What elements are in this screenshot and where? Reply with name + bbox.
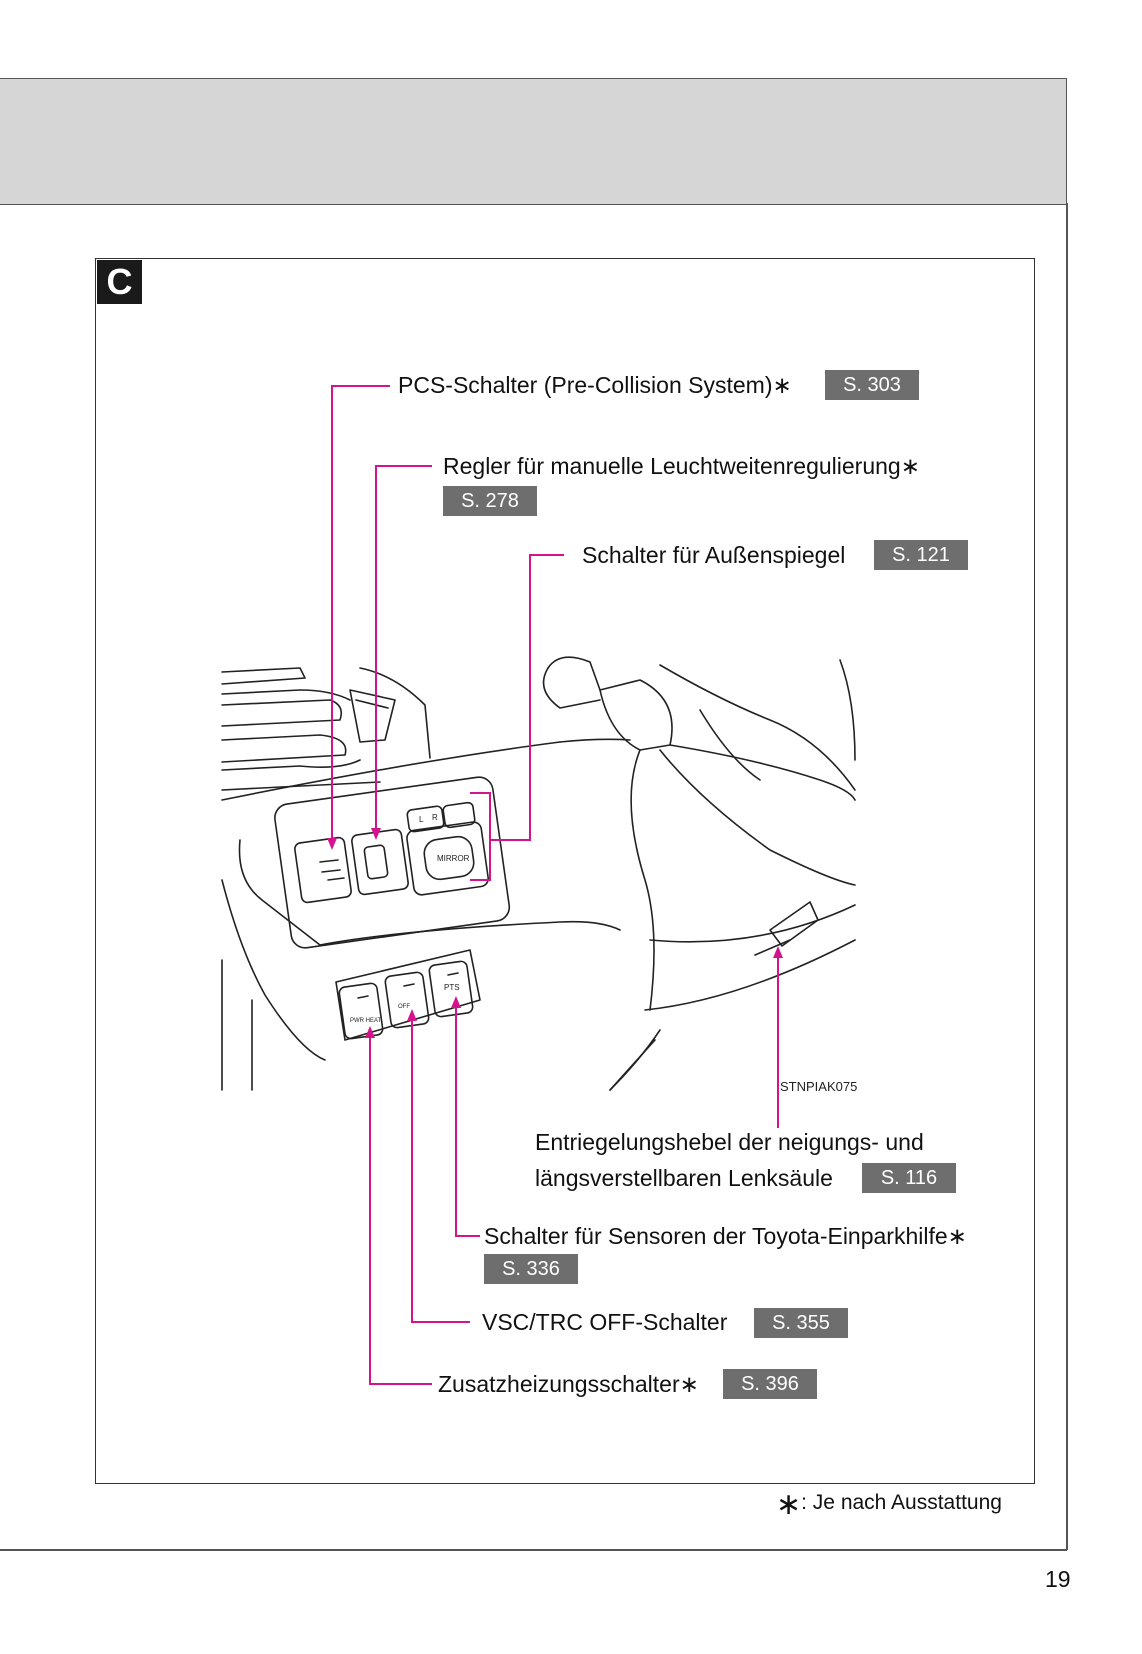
footnote-text: : Je nach Ausstattung bbox=[801, 1491, 1002, 1514]
page-ref-auxiliary-heater-switch[interactable]: S. 396 bbox=[723, 1369, 817, 1399]
right-margin-rule bbox=[1066, 203, 1068, 1550]
header-band bbox=[0, 78, 1067, 205]
bottom-rule bbox=[0, 1549, 1067, 1551]
callout-steering-lock-release-line1: Entriegelungshebel der neigungs- und bbox=[535, 1129, 924, 1155]
mirror-switch-text: MIRROR bbox=[437, 854, 470, 863]
page-ref-pcs-switch[interactable]: S. 303 bbox=[825, 370, 919, 400]
callout-parking-sensor-switch: Schalter für Sensoren der Toyota-Einpark… bbox=[484, 1223, 967, 1249]
page-ref-steering-lock-release[interactable]: S. 116 bbox=[862, 1163, 956, 1193]
page-ref-headlight-leveling-dial[interactable]: S. 278 bbox=[443, 486, 537, 516]
callout-vsc-trc-off-switch: VSC/TRC OFF-Schalter bbox=[482, 1309, 728, 1335]
mirror-r-text: R bbox=[432, 813, 438, 822]
callout-auxiliary-heater-switch: Zusatzheizungsschalter∗ bbox=[438, 1371, 699, 1397]
page-ref-vsc-trc-off-switch[interactable]: S. 355 bbox=[754, 1308, 848, 1338]
pts-text: PTS bbox=[444, 983, 460, 992]
callout-pcs-switch: PCS-Schalter (Pre-Collision System)∗ bbox=[398, 372, 792, 398]
figure-frame bbox=[95, 258, 1035, 1484]
page-number: 19 bbox=[1045, 1566, 1071, 1592]
callout-mirror-switch: Schalter für Außenspiegel bbox=[582, 542, 846, 568]
callout-steering-lock-release-line2: längsverstellbaren Lenksäule bbox=[535, 1165, 833, 1191]
footnote-symbol: ∗ bbox=[776, 1488, 802, 1521]
page-ref-mirror-switch[interactable]: S. 121 bbox=[874, 540, 968, 570]
pwr-heat-text: PWR HEAT bbox=[350, 1018, 382, 1024]
illustration-code: STNPIAK075 bbox=[780, 1079, 858, 1094]
callout-headlight-leveling-dial: Regler für manuelle Leuchtweitenregulier… bbox=[443, 453, 920, 479]
section-letter-badge: C bbox=[97, 260, 142, 304]
mirror-l-text: L bbox=[419, 815, 424, 824]
vsc-off-text: OFF bbox=[398, 1004, 410, 1010]
page-ref-parking-sensor-switch[interactable]: S. 336 bbox=[484, 1254, 578, 1284]
footnote: ∗: Je nach Ausstattung bbox=[776, 1487, 1002, 1522]
